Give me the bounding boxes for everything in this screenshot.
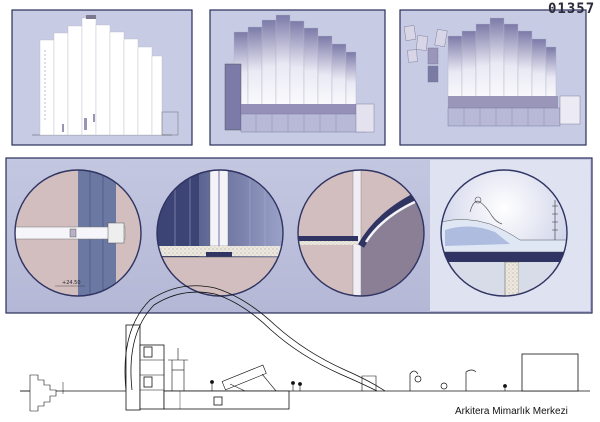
elevation-label: +24.50 <box>62 280 81 286</box>
detail-circle-1: +24.50 <box>14 169 142 297</box>
credit-watermark: Arkitera Mimarlık Merkezi <box>452 406 571 417</box>
tree-icon <box>409 369 477 391</box>
detail-circle-3 <box>297 169 425 297</box>
elevation-panel-3 <box>399 9 587 146</box>
sheet-number: 01357 <box>548 1 596 17</box>
elevation-panel-1 <box>11 9 193 146</box>
long-section <box>20 285 590 412</box>
staircase-icon <box>20 374 57 412</box>
detail-circle-4 <box>440 169 568 297</box>
detail-circle-2 <box>156 169 284 297</box>
person-icon <box>210 380 507 391</box>
elevation-panel-2 <box>209 9 386 146</box>
